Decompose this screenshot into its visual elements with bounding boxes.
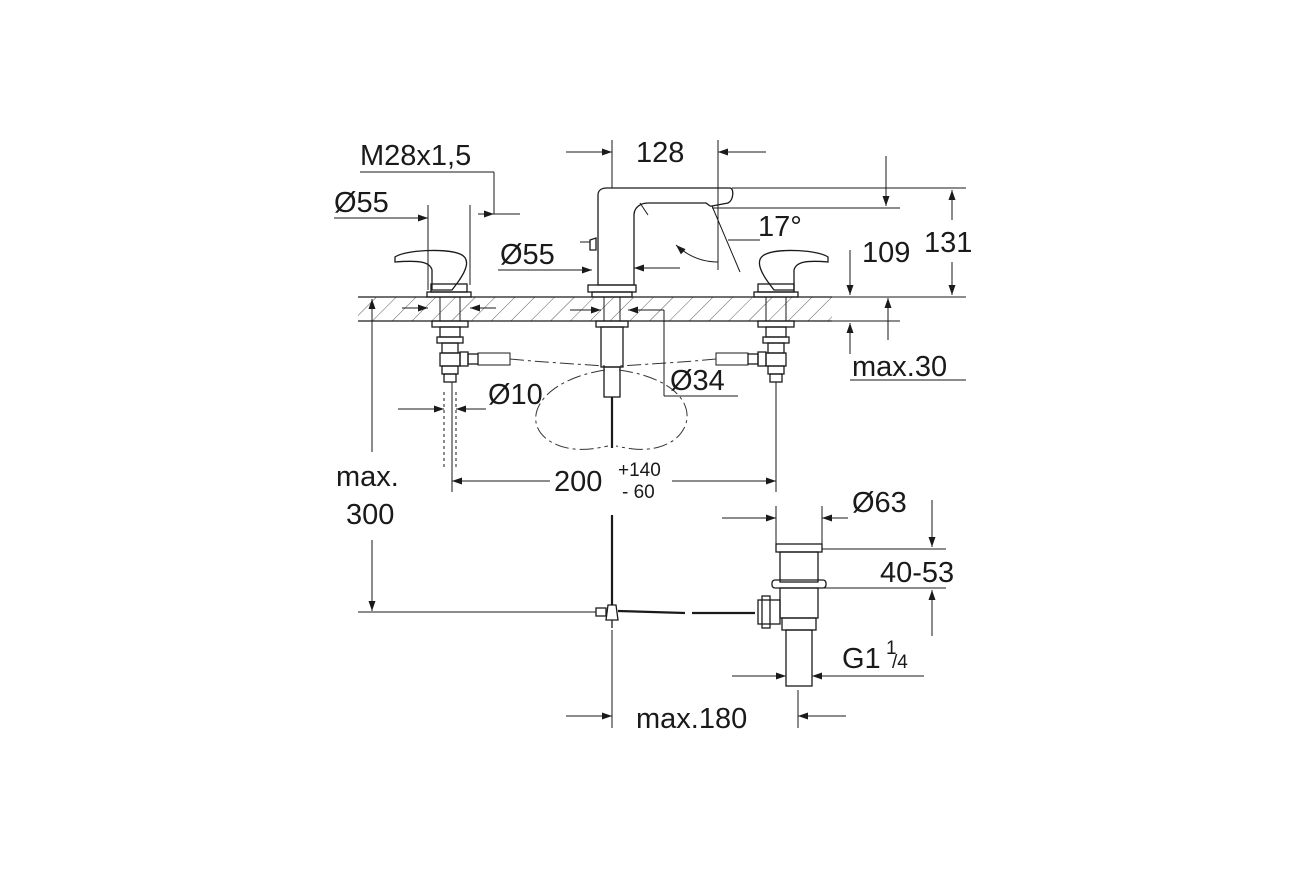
- deck-section: [358, 296, 832, 322]
- label-thread: M28x1,5: [360, 140, 471, 172]
- right-handle: [753, 249, 829, 298]
- label-waste-diameter: Ø63: [852, 487, 907, 519]
- label-spout-height: 109: [862, 237, 910, 269]
- left-valve-body: [431, 296, 511, 383]
- hose-loops: [509, 358, 717, 450]
- label-waste-thread-den: /4: [892, 652, 908, 673]
- label-handle-spacing-minus: - 60: [622, 482, 655, 503]
- label-spout-diameter: Ø55: [500, 239, 555, 271]
- label-waste-offset: max.180: [636, 703, 747, 735]
- label-spout-angle: 17°: [758, 211, 802, 243]
- label-hose-diameter: Ø10: [488, 379, 543, 411]
- spout-base: [595, 296, 629, 448]
- label-total-height: 131: [924, 227, 972, 259]
- label-deck-thickness: max.30: [852, 351, 947, 383]
- label-handle-spacing: 200: [554, 466, 602, 498]
- label-handle-diameter: Ø55: [334, 187, 389, 219]
- label-handle-spacing-plus: +140: [618, 460, 661, 481]
- spout: [580, 187, 734, 298]
- label-base-diameter: Ø34: [670, 365, 725, 397]
- label-pipe-length-2: 300: [346, 499, 394, 531]
- label-waste-thread: G1: [842, 643, 881, 675]
- label-pipe-length-1: max.: [336, 461, 399, 493]
- label-waste-range: 40-53: [880, 557, 954, 589]
- left-handle: [394, 249, 472, 298]
- dimension-lines: [334, 140, 966, 728]
- label-spout-projection: 128: [636, 137, 684, 169]
- dimension-labels: M28x1,5 Ø55 Ø55 128 17° 109 131 max.30 Ø…: [334, 137, 972, 735]
- waste-body: [757, 543, 827, 687]
- label-waste-thread-num: 1: [886, 638, 897, 659]
- popup-rod: [595, 515, 755, 628]
